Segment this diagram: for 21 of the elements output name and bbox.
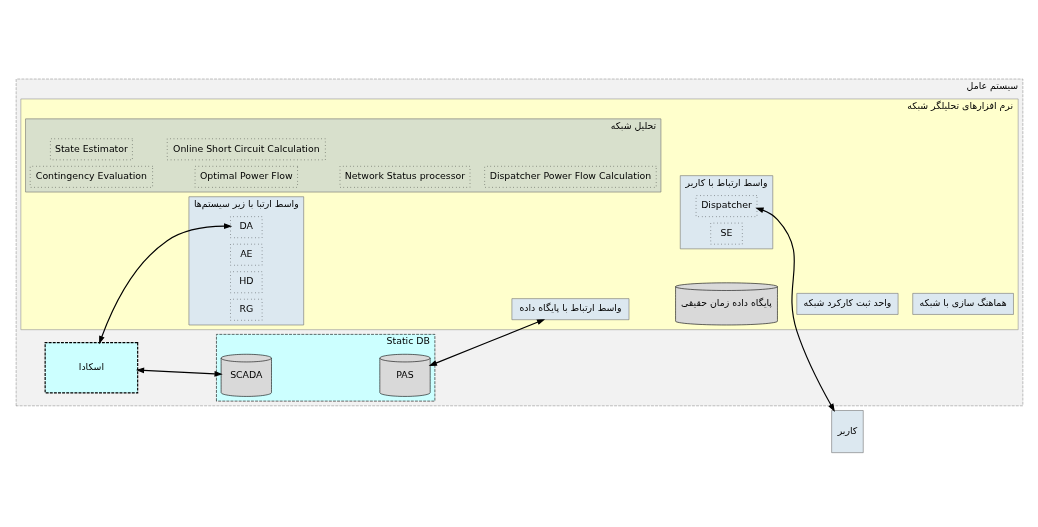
node-box: Online Short Circuit Calculation — [166, 138, 326, 161]
node-box: هماهنگ سازی با شبکه — [911, 293, 1014, 315]
node-box: اسکادا — [44, 341, 138, 394]
arrow — [135, 367, 223, 377]
node-box: State Estimator — [49, 138, 133, 161]
arrow — [428, 319, 545, 367]
node-box: SE — [709, 222, 743, 245]
node-box: Network Status processor — [339, 166, 470, 188]
node-box: DA — [229, 216, 262, 239]
node-box: کاربر — [830, 410, 864, 453]
node-box: HD — [229, 271, 262, 294]
node-box: Contingency Evaluation — [29, 166, 153, 188]
node-box: واسط ارتباط با پایگاه داده — [511, 298, 629, 320]
arrow — [754, 207, 835, 412]
node-box: Dispatcher Power Flow Calculation — [483, 166, 657, 188]
node-box: Optimal Power Flow — [194, 166, 298, 188]
arrow — [98, 223, 232, 345]
node-box: Dispatcher — [695, 195, 757, 217]
node-box: RG — [229, 298, 262, 321]
node-box: واحد ثبت کارکرد شبکه — [796, 293, 898, 315]
node-box: AE — [229, 243, 262, 266]
